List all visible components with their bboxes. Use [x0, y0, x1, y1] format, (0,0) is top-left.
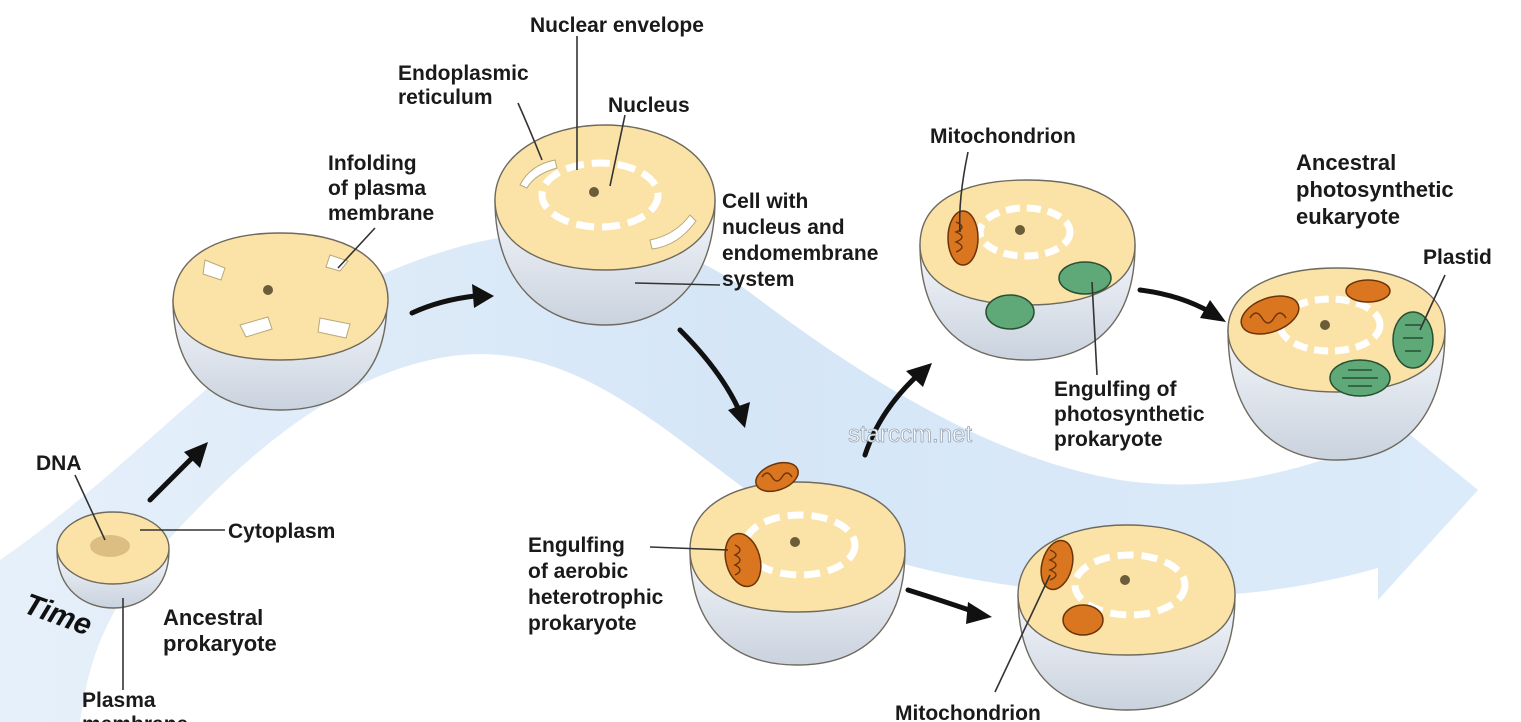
- dna-cluster: [90, 535, 130, 557]
- label-cell-nucleus-2: nucleus and: [722, 216, 845, 239]
- label-plasma-2: membrane: [82, 713, 188, 722]
- label-engulf-photo-3: prokaryote: [1054, 428, 1163, 451]
- cell-ancestral-prokaryote: [56, 511, 170, 609]
- plastid-engulfing: [1058, 261, 1112, 295]
- watermark-text: starccm.net: [848, 421, 972, 448]
- label-infolding-3: membrane: [328, 202, 434, 225]
- label-anc-photo-1: Ancestral: [1296, 150, 1396, 175]
- arrow-3: [677, 327, 741, 411]
- label-infolding-1: Infolding: [328, 152, 417, 175]
- label-anc-prok-1: Ancestral: [163, 605, 263, 630]
- label-engulf-photo-2: photosynthetic: [1054, 403, 1205, 426]
- plastid-free: [985, 294, 1035, 330]
- label-nucleus: Nucleus: [608, 94, 690, 117]
- cell-photosynthetic-eukaryote: [1227, 267, 1446, 461]
- label-er-2: reticulum: [398, 86, 493, 109]
- label-engulf-aerobic-2: of aerobic: [528, 560, 629, 583]
- cell-endomembrane: [494, 124, 716, 326]
- label-cytoplasm: Cytoplasm: [228, 520, 335, 543]
- mitochondrion-engulfing: [724, 532, 762, 588]
- label-infolding-2: of plasma: [328, 177, 426, 200]
- cell-engulf-aerobic: [689, 461, 906, 666]
- cell-infolding: [172, 232, 389, 411]
- label-engulf-aerobic-3: heterotrophic: [528, 586, 664, 609]
- label-mitochondrion-top: Mitochondrion: [930, 125, 1076, 148]
- cell-heterotrophic-eukaryote: [1017, 524, 1236, 711]
- label-anc-photo-3: eukaryote: [1296, 204, 1400, 229]
- leader-lines: [74, 36, 1446, 693]
- label-anc-photo-2: photosynthetic: [1296, 177, 1454, 202]
- label-engulf-aerobic-1: Engulfing: [528, 534, 625, 557]
- label-engulf-photo-1: Engulfing of: [1054, 378, 1177, 401]
- label-anc-prok-2: prokaryote: [163, 631, 277, 656]
- label-nuclear-envelope: Nuclear envelope: [530, 14, 704, 37]
- arrow-5: [905, 587, 978, 615]
- arrow-6: [1137, 287, 1213, 315]
- label-engulf-aerobic-4: prokaryote: [528, 612, 637, 635]
- label-dna: DNA: [36, 452, 82, 475]
- label-mitochondrion-bottom: Mitochondrion: [895, 702, 1041, 722]
- arrow-4: [862, 372, 921, 458]
- label-cell-nucleus-3: endomembrane: [722, 242, 878, 265]
- label-er-1: Endoplasmic: [398, 62, 529, 85]
- mitochondrion: [947, 210, 979, 266]
- labels: Nuclear envelope Endoplasmic reticulum N…: [20, 14, 1492, 722]
- mitochondrion-free: [755, 461, 799, 493]
- label-cell-nucleus-1: Cell with: [722, 190, 808, 213]
- label-cell-nucleus-4: system: [722, 268, 794, 291]
- label-plastid: Plastid: [1423, 246, 1492, 269]
- arrow-1: [147, 452, 198, 503]
- arrow-2: [409, 293, 478, 316]
- cell-engulf-photosynthetic: [919, 179, 1136, 361]
- label-plasma-1: Plasma: [82, 689, 156, 712]
- progression-arrows: [147, 284, 1226, 624]
